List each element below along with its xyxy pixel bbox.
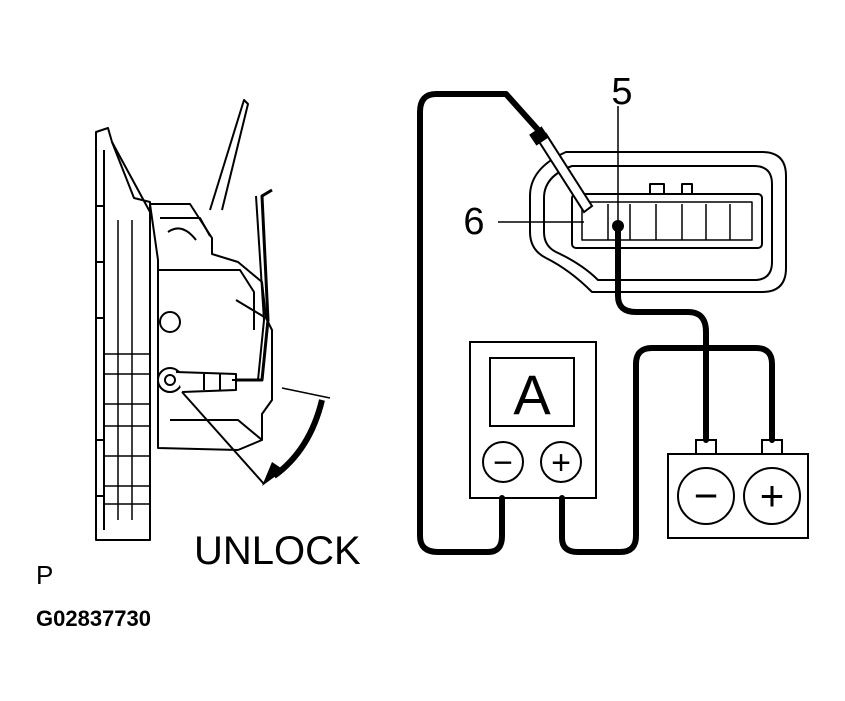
test-probe [529,126,594,214]
battery-negative-sign: − [694,472,719,519]
door-lock-assembly [95,99,331,541]
unlock-label: UNLOCK [194,529,361,573]
terminal-5-contact [612,220,624,232]
ammeter-negative-sign: − [493,444,513,482]
ammeter: A − + [469,341,597,499]
ammeter-positive-sign: + [551,444,571,482]
wires [417,91,775,555]
ammeter-positive-terminal [540,441,582,483]
battery-positive-terminal [743,467,801,525]
figure-code-label: G02837730 [36,606,151,631]
wire-probe-to-ammeter-negative [417,91,543,555]
wire-ammeter-positive-to-battery-positive [559,345,775,555]
terminal-5-label: 5 [611,71,632,113]
battery: − + [667,439,809,539]
unlock-direction-arrow [262,399,325,486]
ammeter-symbol: A [513,363,551,426]
terminal-6-label: 6 [463,201,484,243]
battery-positive-sign: + [760,472,785,519]
ammeter-negative-terminal [482,441,524,483]
wire-terminal-5-to-battery-negative [615,227,709,443]
view-letter-label: P [36,560,53,590]
battery-negative-terminal [677,467,735,525]
connector [529,151,787,293]
